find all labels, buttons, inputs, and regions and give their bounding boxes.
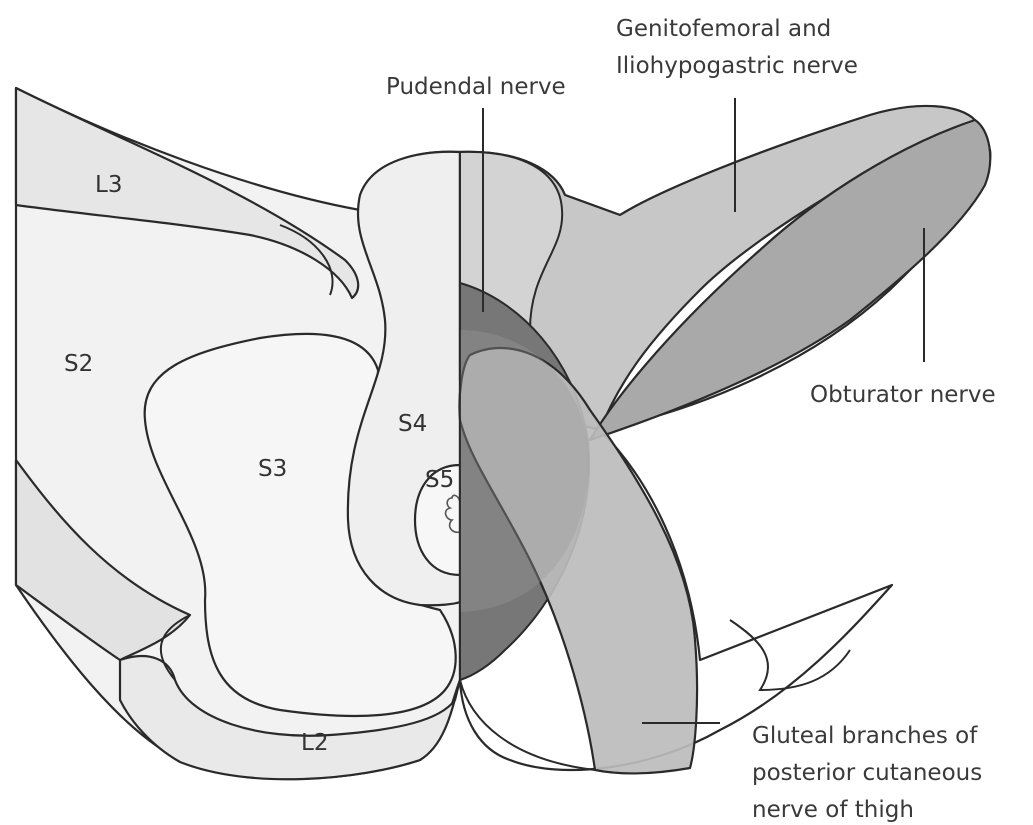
label-pudendal-nerve: Pudendal nerve	[386, 74, 566, 100]
label-S4: S4	[398, 411, 427, 437]
label-L2: L2	[301, 730, 328, 756]
label-S2: S2	[64, 351, 93, 377]
label-L3: L3	[95, 172, 122, 198]
nerve-territories	[459, 106, 990, 774]
label-S3: S3	[258, 456, 287, 482]
label-obturator-nerve: Obturator nerve	[810, 382, 996, 408]
label-genitofemoral-line1: Genitofemoral and	[616, 16, 831, 42]
label-gluteal-line2: posterior cutaneous	[752, 760, 982, 786]
label-S5: S5	[425, 467, 454, 493]
label-gluteal-line3: nerve of thigh	[752, 797, 914, 823]
label-gluteal-line1: Gluteal branches of	[752, 723, 978, 749]
label-genitofemoral-line2: Iliohypogastric nerve	[616, 53, 858, 79]
